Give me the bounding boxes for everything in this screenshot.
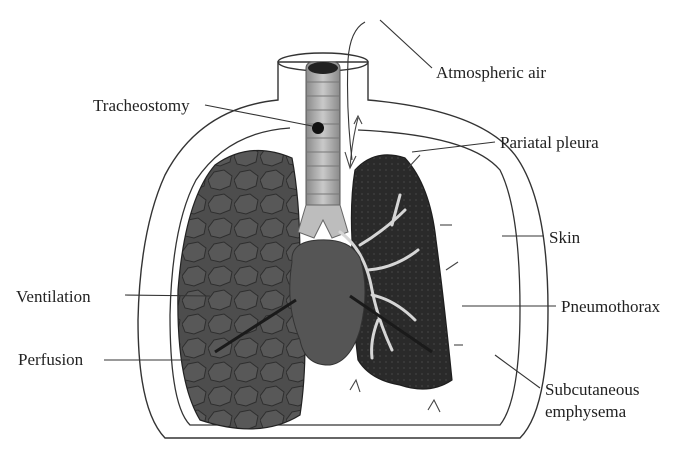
trachea-opening xyxy=(308,62,338,74)
label-subcutaneous-emphysema: Subcutaneous emphysema xyxy=(545,379,639,423)
ventilated-lung xyxy=(178,150,305,428)
label-ventilation: Ventilation xyxy=(16,287,91,306)
label-subcutaneous-line2: emphysema xyxy=(545,401,639,423)
label-perfusion: Perfusion xyxy=(18,350,83,369)
tracheostomy-tube xyxy=(312,122,324,134)
label-tracheostomy: Tracheostomy xyxy=(93,96,190,115)
label-subcutaneous-line1: Subcutaneous xyxy=(545,379,639,401)
atmospheric-air-curve xyxy=(348,22,366,160)
label-pariatal-pleura: Pariatal pleura xyxy=(500,133,599,152)
label-pneumothorax: Pneumothorax xyxy=(561,297,660,316)
trachea xyxy=(306,62,340,212)
label-skin: Skin xyxy=(549,228,580,247)
label-atmospheric-air: Atmospheric air xyxy=(436,63,546,82)
